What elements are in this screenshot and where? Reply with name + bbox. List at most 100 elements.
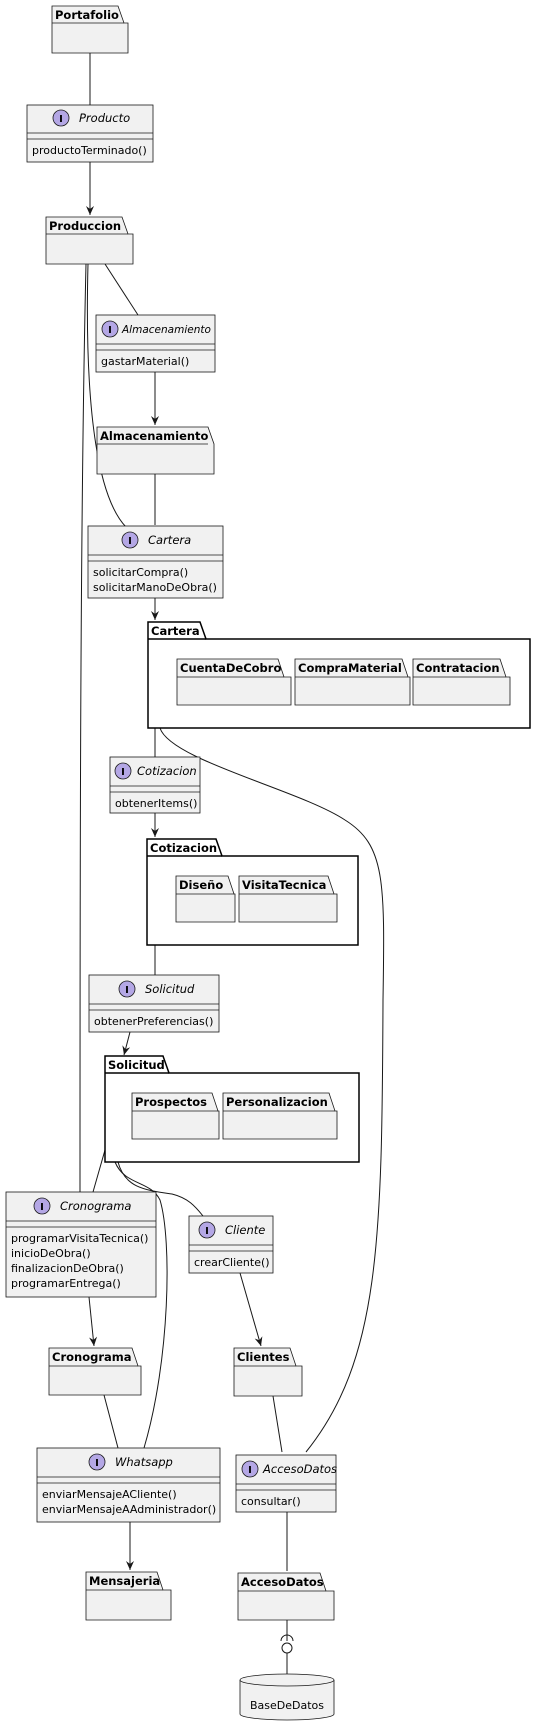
interface-marker-icon bbox=[121, 531, 139, 549]
package-label: VisitaTecnica bbox=[242, 878, 326, 892]
interface-solicitud[interactable]: I Solicitud obtenerPreferencias() bbox=[88, 974, 220, 1033]
database-icon bbox=[239, 1673, 335, 1687]
package-clientes[interactable]: Clientes bbox=[233, 1347, 303, 1397]
package-label: Prospectos bbox=[135, 1095, 207, 1109]
interface-method: crearCliente() bbox=[194, 1256, 270, 1269]
interface-marker-letter: I bbox=[248, 1465, 252, 1476]
interface-marker-letter: I bbox=[128, 536, 132, 547]
required-socket bbox=[280, 1634, 294, 1642]
solicitud-iface-pkg-arrow bbox=[122, 1031, 131, 1056]
package-label: Portafolio bbox=[55, 8, 119, 22]
package-label: CuentaDeCobro bbox=[180, 661, 281, 675]
interface-whatsapp[interactable]: I Whatsapp enviarMensajeACliente() envia… bbox=[36, 1447, 221, 1523]
cartera-accesodatos-iface-link bbox=[159, 727, 385, 1453]
package-produccion[interactable]: Produccion bbox=[45, 216, 134, 265]
interface-method: obtenerItems() bbox=[115, 797, 197, 810]
interface-name: Cronograma bbox=[60, 1199, 131, 1213]
interface-method: gastarMaterial() bbox=[101, 355, 189, 368]
interface-producto[interactable]: I Producto productoTerminado() bbox=[26, 104, 154, 163]
package-label: Cotizacion bbox=[150, 841, 217, 855]
package-label: AccesoDatos bbox=[241, 1575, 324, 1589]
interface-marker-icon bbox=[198, 1221, 216, 1239]
interface-marker-icon bbox=[33, 1197, 51, 1215]
interface-name: Cartera bbox=[148, 533, 191, 547]
cliente-clientes-arrow bbox=[239, 1272, 263, 1347]
package-label: Cartera bbox=[151, 624, 200, 638]
interface-marker-icon bbox=[52, 109, 70, 127]
interface-method: enviarMensajeACliente() bbox=[42, 1488, 177, 1501]
interface-marker-letter: I bbox=[40, 1202, 44, 1213]
package-label: Clientes bbox=[237, 1350, 290, 1364]
package-label: CompraMaterial bbox=[298, 661, 402, 675]
package-label: Produccion bbox=[49, 219, 121, 233]
package-label: Contratacion bbox=[416, 661, 500, 675]
interface-method: enviarMensajeAAdministrador() bbox=[42, 1503, 216, 1516]
interface-cronograma[interactable]: I Cronograma programarVisitaTecnica() in… bbox=[5, 1191, 157, 1298]
package-label: Mensajeria bbox=[89, 1574, 160, 1588]
interface-name: Cotizacion bbox=[137, 764, 197, 778]
clientes-accesodatos-iface-link bbox=[272, 1395, 283, 1453]
package-label: Cronograma bbox=[52, 1350, 132, 1364]
interface-marker-letter: I bbox=[108, 325, 112, 336]
solicitud-whatsapp-iface-link bbox=[114, 1161, 168, 1449]
package-cotizacion[interactable]: Cotizacion Diseño VisitaTecnica bbox=[146, 838, 359, 946]
interface-marker-icon bbox=[118, 980, 136, 998]
produccion-almacenamiento-iface-link bbox=[104, 263, 139, 316]
package-label: Almacenamiento bbox=[100, 429, 209, 443]
database-label: BaseDeDatos bbox=[250, 1699, 324, 1712]
produccion-cronograma-iface-link bbox=[79, 263, 87, 1193]
package-prospectos[interactable]: Prospectos bbox=[131, 1092, 220, 1140]
package-contratacion[interactable]: Contratacion bbox=[412, 658, 511, 706]
interface-marker-icon bbox=[101, 320, 119, 338]
package-personalizacion[interactable]: Personalizacion bbox=[222, 1092, 338, 1140]
package-cuenta-de-cobro[interactable]: CuentaDeCobro bbox=[176, 658, 292, 706]
solicitud-cliente-iface-link bbox=[117, 1161, 204, 1217]
interface-name: AccesoDatos bbox=[262, 1462, 337, 1476]
interface-method: obtenerPreferencias() bbox=[94, 1015, 213, 1028]
package-cronograma[interactable]: Cronograma bbox=[48, 1347, 142, 1396]
interface-method: inicioDeObra() bbox=[11, 1247, 91, 1260]
interface-marker-icon bbox=[241, 1460, 259, 1478]
package-almacenamiento[interactable]: Almacenamiento bbox=[96, 426, 215, 475]
package-cartera[interactable]: Cartera CuentaDeCobro CompraMaterial Con… bbox=[147, 621, 531, 729]
interface-name: Cliente bbox=[225, 1223, 265, 1237]
interface-marker-letter: I bbox=[121, 767, 125, 778]
interface-name: Producto bbox=[79, 111, 130, 125]
interface-method: solicitarCompra() bbox=[93, 566, 188, 579]
solicitud-cronograma-iface-link bbox=[92, 1149, 106, 1193]
provided-lollipop bbox=[281, 1642, 293, 1654]
interface-name: Solicitud bbox=[145, 982, 195, 996]
interface-method: consultar() bbox=[241, 1495, 301, 1508]
package-label: Solicitud bbox=[108, 1058, 165, 1072]
interface-marker-letter: I bbox=[59, 114, 63, 125]
package-diseno[interactable]: Diseño bbox=[175, 875, 236, 923]
interface-name: Almacenamiento bbox=[121, 324, 211, 336]
package-mensajeria[interactable]: Mensajeria bbox=[85, 1571, 172, 1621]
interface-marker-icon bbox=[114, 762, 132, 780]
interface-method: programarEntrega() bbox=[11, 1277, 121, 1290]
package-solicitud[interactable]: Solicitud Prospectos Personalizacion bbox=[104, 1055, 360, 1163]
interface-method: programarVisitaTecnica() bbox=[11, 1232, 148, 1245]
interface-marker-letter: I bbox=[95, 1458, 99, 1469]
package-label: Diseño bbox=[179, 878, 223, 892]
interface-acceso-datos[interactable]: I AccesoDatos consultar() bbox=[235, 1454, 337, 1513]
package-label: Personalizacion bbox=[226, 1095, 328, 1109]
cronograma-iface-pkg-arrow bbox=[88, 1296, 98, 1347]
interface-name: Whatsapp bbox=[115, 1455, 173, 1469]
interface-marker-letter: I bbox=[205, 1226, 209, 1237]
package-portafolio[interactable]: Portafolio bbox=[51, 5, 129, 54]
interface-almacenamiento[interactable]: I Almacenamiento gastarMaterial() bbox=[95, 314, 216, 373]
produccion-cartera-iface-link bbox=[86, 263, 127, 528]
interface-method: solicitarManoDeObra() bbox=[93, 581, 217, 594]
interface-marker-icon bbox=[88, 1453, 106, 1471]
package-compra-material[interactable]: CompraMaterial bbox=[294, 658, 411, 706]
interface-cartera[interactable]: I Cartera solicitarCompra() solicitarMan… bbox=[87, 525, 224, 599]
interface-cotizacion[interactable]: I Cotizacion obtenerItems() bbox=[109, 756, 201, 814]
interface-method: finalizacionDeObra() bbox=[11, 1262, 124, 1275]
package-visita-tecnica[interactable]: VisitaTecnica bbox=[238, 875, 338, 923]
database-basededatos[interactable]: BaseDeDatos bbox=[239, 1673, 335, 1721]
cronograma-whatsapp-iface-link bbox=[103, 1394, 119, 1449]
package-acceso-datos[interactable]: AccesoDatos bbox=[237, 1572, 335, 1621]
interface-cliente[interactable]: I Cliente crearCliente() bbox=[188, 1215, 274, 1274]
